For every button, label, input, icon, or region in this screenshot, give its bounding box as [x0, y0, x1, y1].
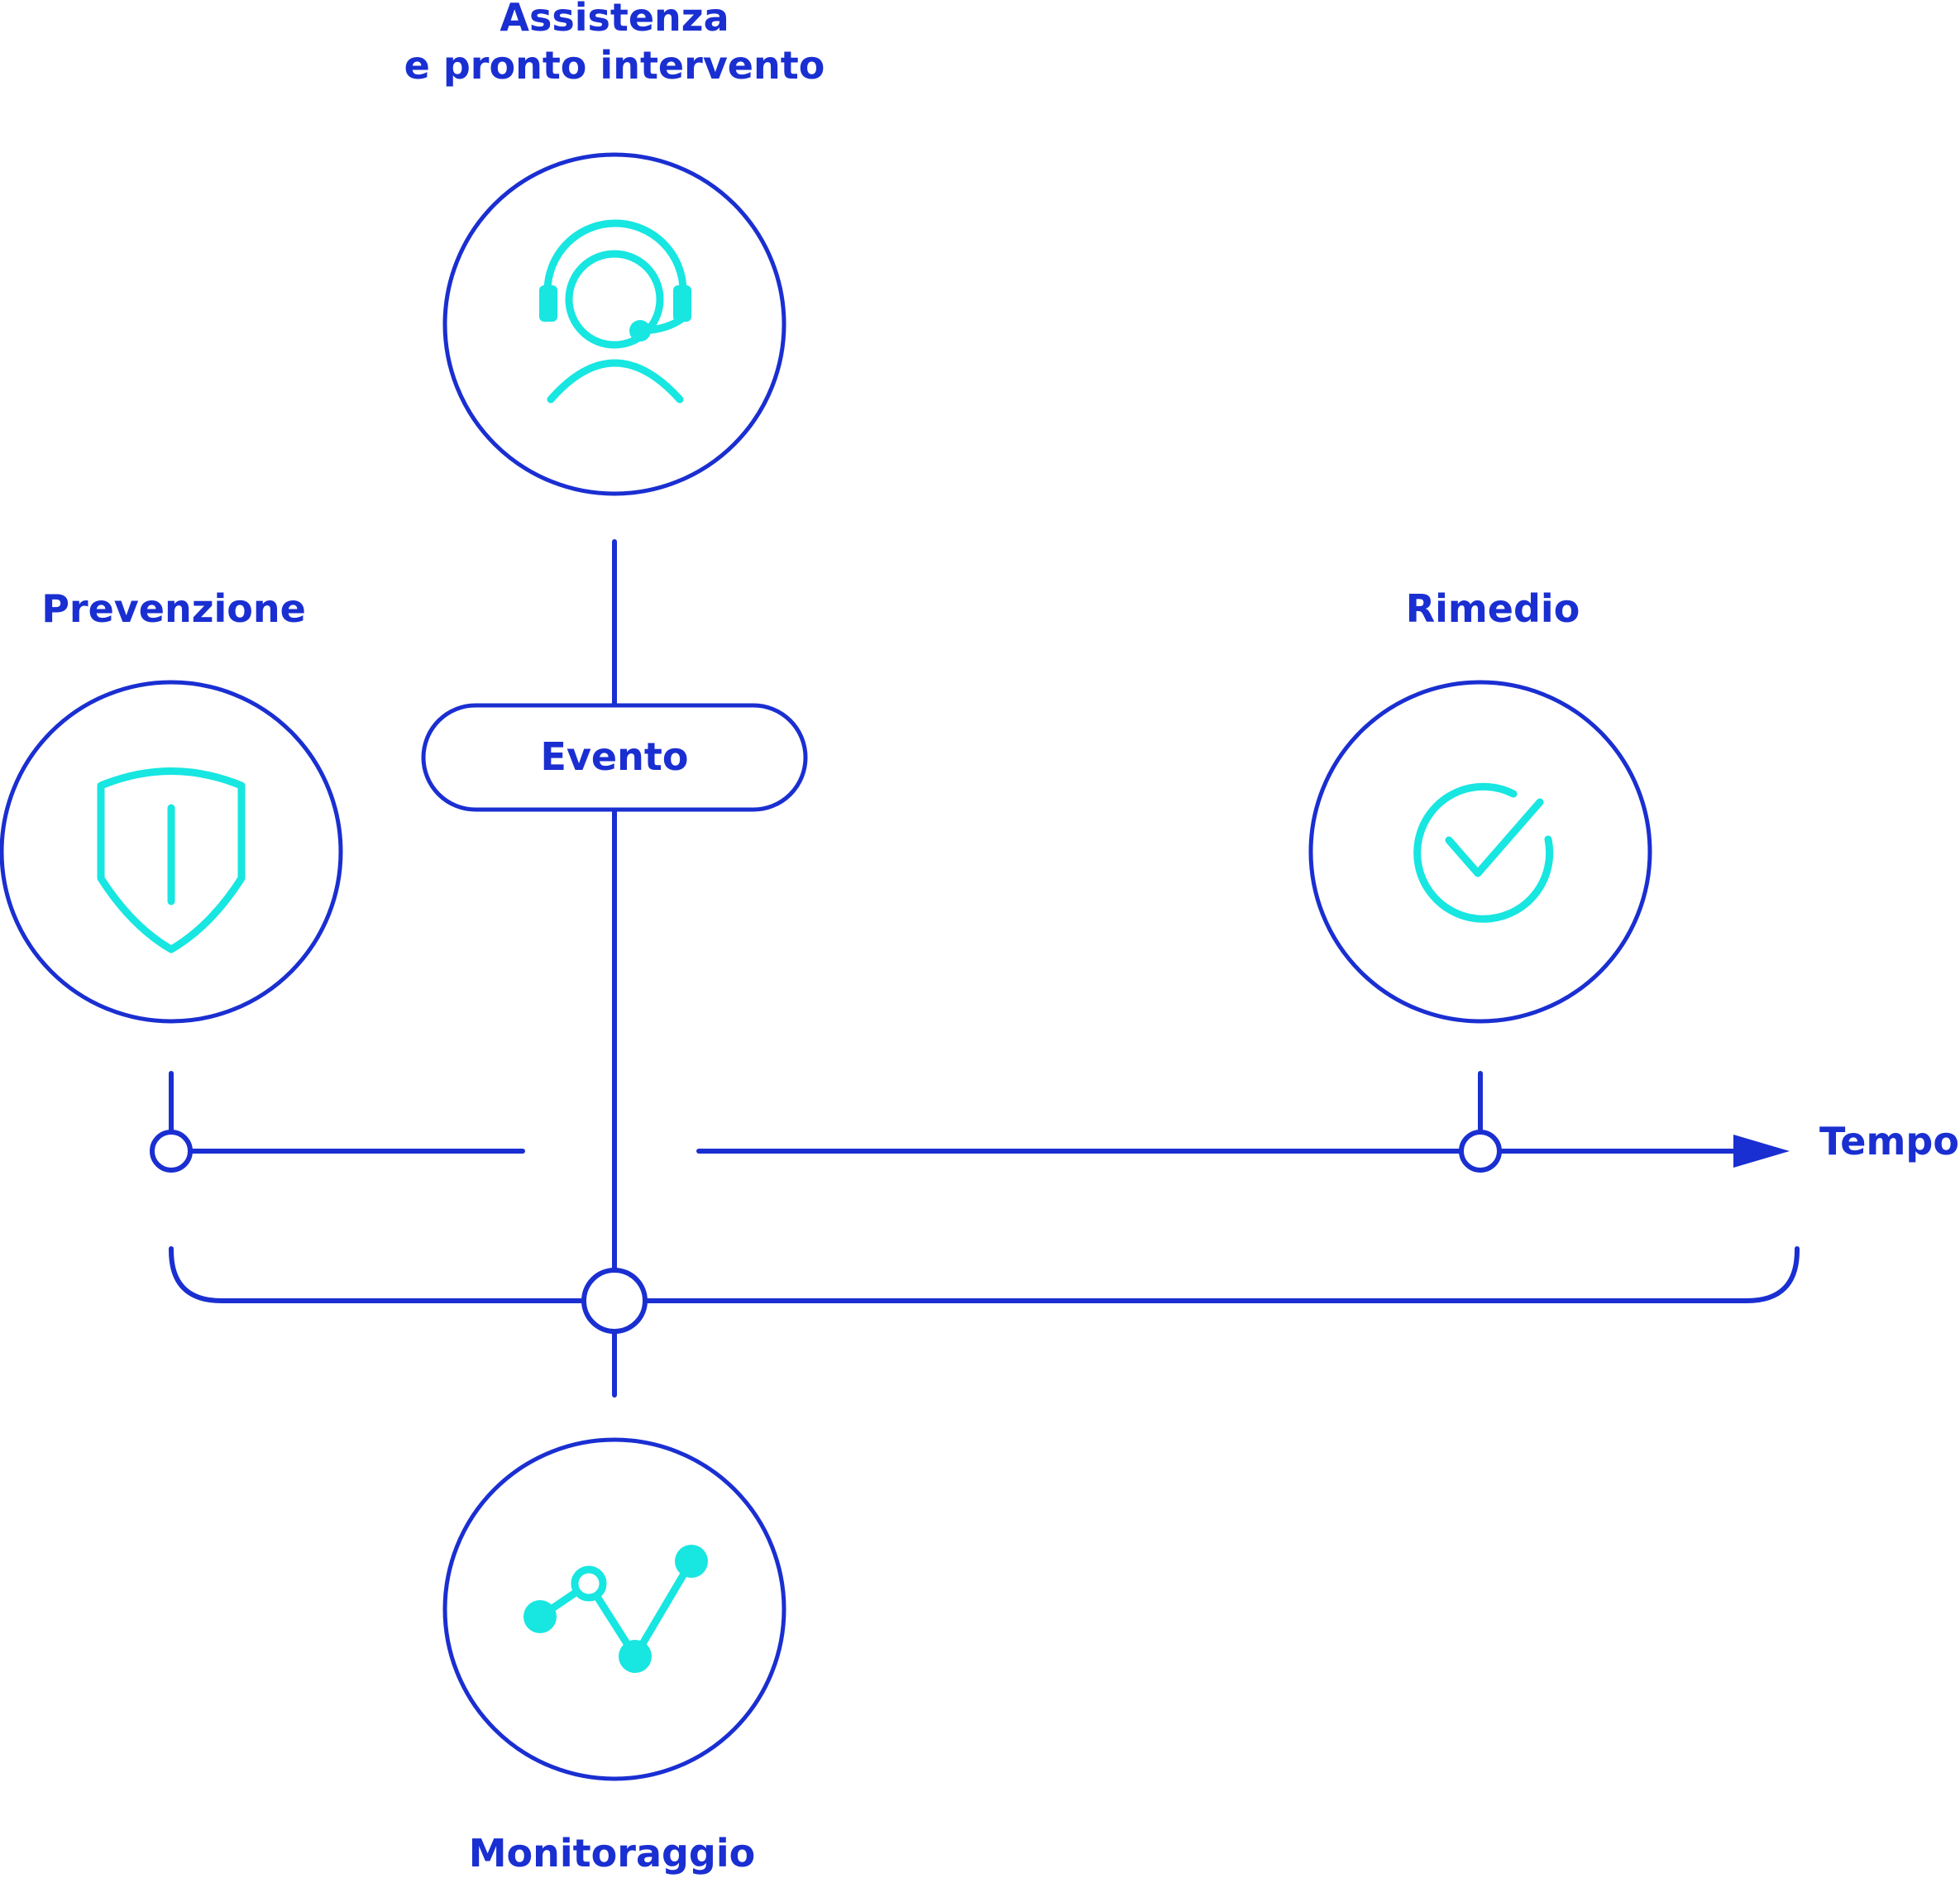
monitoring-bracket: [169, 1246, 1800, 1303]
rimedio-axis-node: [1459, 1130, 1502, 1173]
check-circle-icon: [1413, 782, 1554, 923]
tempo-label: Tempo: [1819, 1119, 1959, 1164]
rimedio-title: Rimedio: [1406, 586, 1580, 631]
assistenza-title-line2: e pronto intervento: [404, 43, 825, 88]
prevenzione-axis-node: [150, 1130, 193, 1173]
monitoraggio-circle: [442, 1437, 786, 1781]
monitoraggio-node: [442, 1437, 786, 1781]
headset-operator-icon: [539, 219, 691, 404]
line-graph-icon: [523, 1545, 708, 1673]
assistenza-title-line1: Assistenza: [500, 0, 729, 40]
assistenza-circle: [442, 152, 786, 496]
monitoraggio-bracket-node: [581, 1268, 648, 1334]
time-axis-arrowhead: [1733, 1135, 1790, 1168]
monitoraggio-title: Monitoraggio: [469, 1831, 755, 1876]
evento-label: Evento: [541, 734, 689, 779]
shield-icon: [97, 767, 246, 953]
rimedio-circle: [1308, 680, 1652, 1024]
prevenzione-node: [0, 680, 343, 1024]
prevenzione-title: Prevenzione: [41, 586, 306, 631]
rimedio-node: [1308, 680, 1652, 1024]
assistenza-node: [442, 152, 786, 496]
